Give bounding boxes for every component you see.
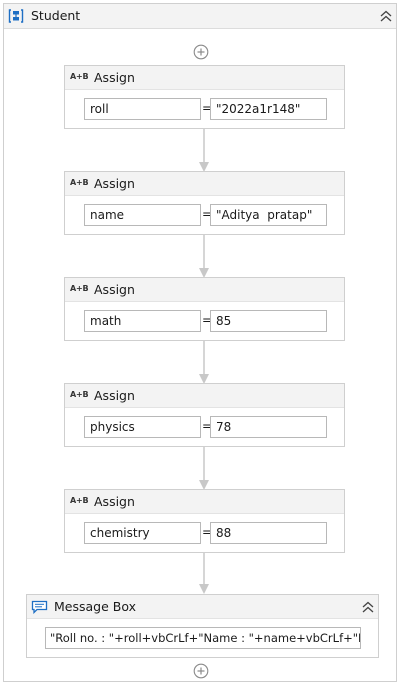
assign-to-field[interactable]: name (84, 204, 201, 226)
equals-sign: = (202, 525, 213, 539)
message-box-icon (31, 600, 48, 614)
add-activity-icon[interactable] (193, 44, 209, 60)
assign-header: A+B Assign (65, 278, 344, 302)
assign-value-field[interactable]: 88 (210, 522, 327, 544)
add-activity-icon[interactable] (193, 663, 209, 679)
connector-arrow (199, 553, 209, 594)
assign-activity-chemistry[interactable]: A+B Assign chemistry = 88 (64, 489, 345, 553)
message-box-activity[interactable]: Message Box "Roll no. : "+roll+vbCrLf+"N… (26, 594, 379, 658)
assign-to-field[interactable]: physics (84, 416, 201, 438)
assign-title: Assign (94, 388, 135, 403)
assign-to-field[interactable]: roll (84, 98, 201, 120)
assign-title: Assign (94, 494, 135, 509)
connector-arrow (199, 447, 209, 490)
assign-activity-roll[interactable]: A+B Assign roll = "2022a1r148" (64, 65, 345, 129)
sequence-icon (8, 9, 24, 23)
assign-to-field[interactable]: chemistry (84, 522, 201, 544)
assign-title: Assign (94, 176, 135, 191)
assign-value-field[interactable]: "Aditya pratap" (210, 204, 327, 226)
assign-title: Assign (94, 70, 135, 85)
double-chevron-up-icon[interactable] (361, 599, 375, 615)
assign-header: A+B Assign (65, 384, 344, 408)
double-chevron-up-icon[interactable] (379, 8, 393, 24)
assign-icon: A+B (70, 390, 89, 399)
equals-sign: = (202, 313, 213, 327)
assign-header: A+B Assign (65, 172, 344, 196)
equals-sign: = (202, 419, 213, 433)
assign-icon: A+B (70, 178, 89, 187)
equals-sign: = (202, 207, 213, 221)
sequence-header[interactable]: Student (4, 4, 396, 29)
message-text-field[interactable]: "Roll no. : "+roll+vbCrLf+"Name : "+name… (45, 627, 361, 649)
sequence-container[interactable]: Student A+B Assign roll = "2022a1r148" A… (3, 3, 397, 682)
assign-header: A+B Assign (65, 490, 344, 514)
assign-activity-name[interactable]: A+B Assign name = "Aditya pratap" (64, 171, 345, 235)
connector-arrow (199, 129, 209, 172)
assign-header: A+B Assign (65, 66, 344, 90)
assign-activity-physics[interactable]: A+B Assign physics = 78 (64, 383, 345, 447)
connector-arrow (199, 341, 209, 384)
assign-value-field[interactable]: 85 (210, 310, 327, 332)
connector-arrow (199, 235, 209, 278)
sequence-title: Student (31, 8, 81, 23)
assign-icon: A+B (70, 496, 89, 505)
assign-activity-math[interactable]: A+B Assign math = 85 (64, 277, 345, 341)
assign-icon: A+B (70, 284, 89, 293)
assign-value-field[interactable]: 78 (210, 416, 327, 438)
message-box-header: Message Box (27, 595, 378, 619)
assign-value-field[interactable]: "2022a1r148" (210, 98, 327, 120)
equals-sign: = (202, 101, 213, 115)
message-box-title: Message Box (54, 599, 136, 614)
assign-to-field[interactable]: math (84, 310, 201, 332)
assign-icon: A+B (70, 72, 89, 81)
assign-title: Assign (94, 282, 135, 297)
